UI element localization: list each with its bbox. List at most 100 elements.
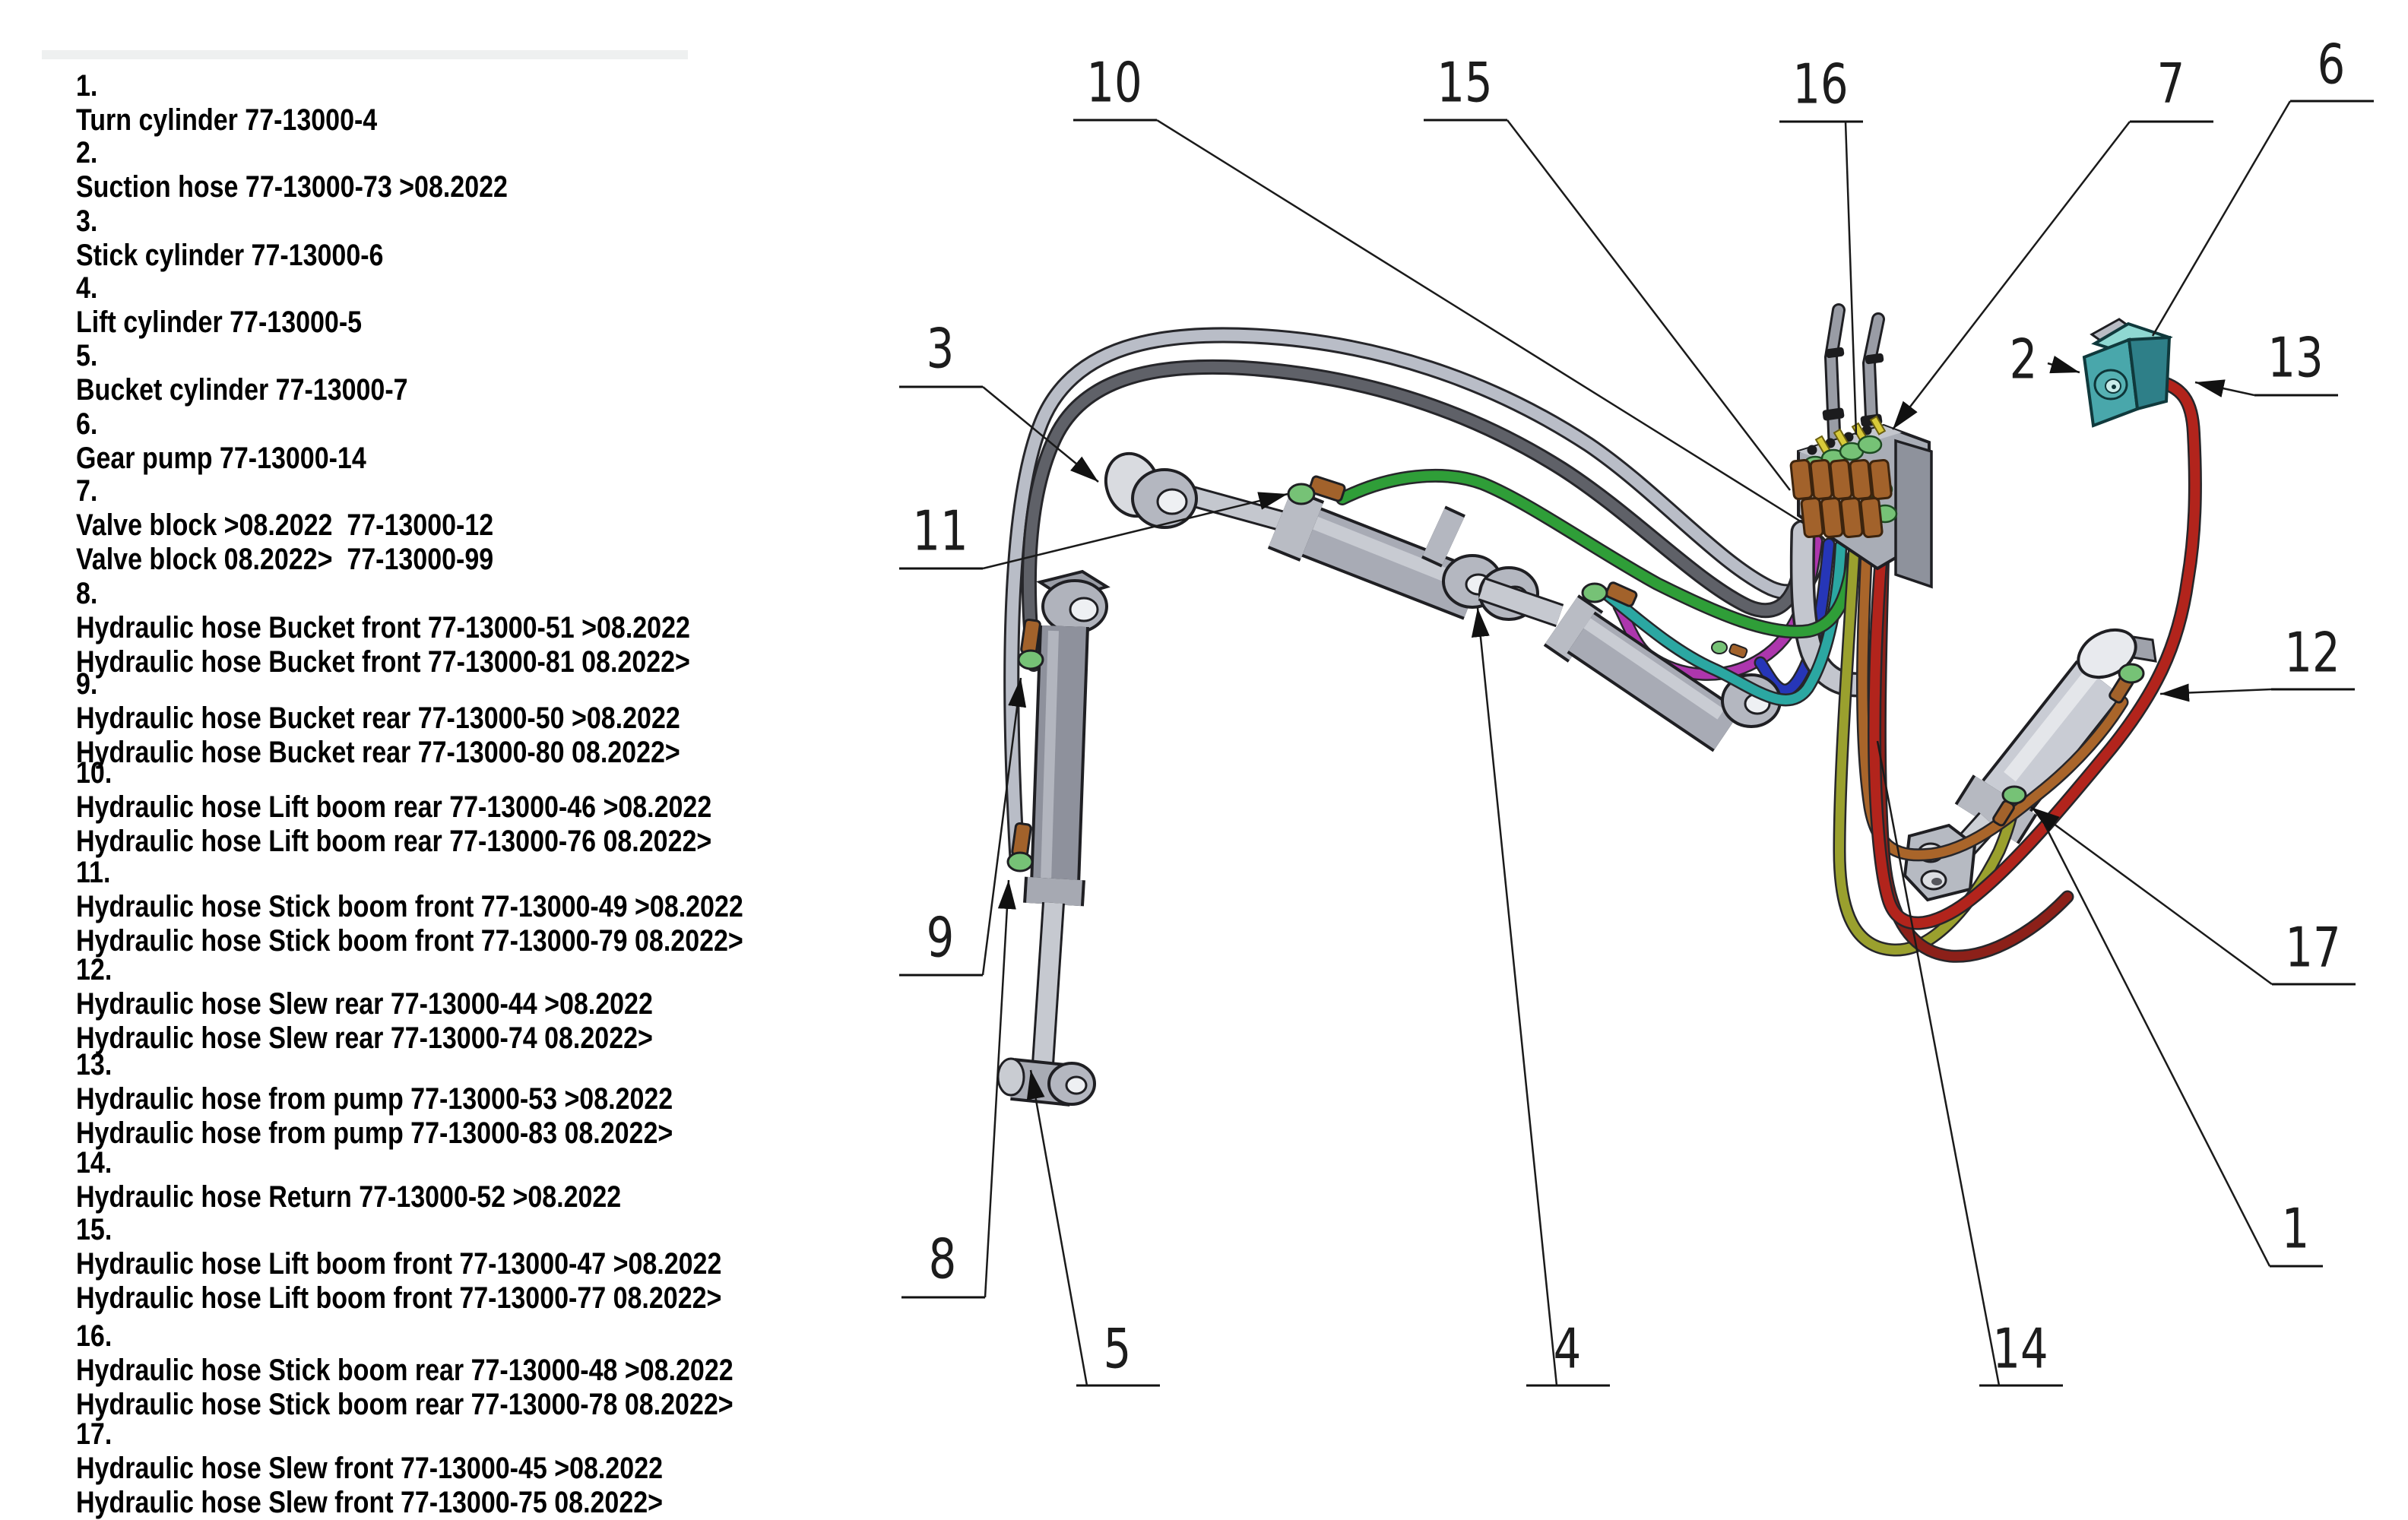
turn-cylinder <box>1903 628 2157 902</box>
leader-4 <box>1471 607 1558 1386</box>
list-item: 6. Gear pump 77-13000-14 <box>76 407 838 476</box>
item-text: Suction hose 77-13000-73 >08.2022 <box>76 170 508 204</box>
item-number: 8. <box>76 577 98 610</box>
list-item: 9. Hydraulic hose Bucket rear 77-13000-5… <box>76 667 838 770</box>
item-number: 9. <box>76 667 98 701</box>
bucket-lower-fitting-elbow <box>1006 851 1034 872</box>
item-text: Hydraulic hose Return 77-13000-52 >08.20… <box>76 1180 622 1214</box>
list-item: 12. Hydraulic hose Slew rear 77-13000-44… <box>76 953 838 1056</box>
leader-7 <box>1892 121 2131 430</box>
item-text: Hydraulic hose Slew rear 77-13000-44 >08… <box>76 987 653 1021</box>
leader-8 <box>984 879 1016 1298</box>
leader-16 <box>1844 121 1858 435</box>
item-number: 12. <box>76 953 112 986</box>
leader-11 <box>982 492 1288 570</box>
list-item: 3. Stick cylinder 77-13000-6 <box>76 204 838 273</box>
callout-16: 16 <box>1792 52 1849 116</box>
list-item: 1. Turn cylinder 77-13000-4 <box>76 69 838 138</box>
callout-15: 15 <box>1437 50 1493 115</box>
callout-1: 1 <box>2281 1196 2310 1261</box>
item-text: Hydraulic hose Slew front 77-13000-75 08… <box>76 1486 664 1519</box>
item-text: Hydraulic hose Lift boom front 77-13000-… <box>76 1247 722 1281</box>
list-item: 4. Lift cylinder 77-13000-5 <box>76 271 838 340</box>
turn-lower-fitting-elbow <box>2001 785 2027 805</box>
item-text: Hydraulic hose Lift boom rear 77-13000-7… <box>76 825 712 858</box>
item-text: Hydraulic hose Stick boom front 77-13000… <box>76 890 743 923</box>
callout-7: 7 <box>2156 51 2185 116</box>
item-text: Hydraulic hose Stick boom front 77-13000… <box>76 924 743 958</box>
leader-15 <box>1507 119 1791 491</box>
bucket-foot-cap <box>996 1057 1025 1097</box>
bucket-lower-fitting-nut <box>1011 822 1032 858</box>
valve-fittings <box>1789 458 1893 539</box>
turn-upper-fitting-elbow <box>2118 663 2145 684</box>
scan-artifact <box>42 50 688 59</box>
callout-12: 12 <box>2284 620 2340 685</box>
list-item: 5. Bucket cylinder 77-13000-7 <box>76 339 838 407</box>
list-item: 16. Hydraulic hose Stick boom rear 77-13… <box>76 1319 838 1422</box>
turn-top-cap <box>2077 628 2137 679</box>
item-number: 14. <box>76 1146 112 1180</box>
callout-17: 17 <box>2285 915 2341 980</box>
callout-4: 4 <box>1553 1316 1582 1381</box>
item-number: 3. <box>76 204 98 238</box>
leader-9 <box>981 677 1027 976</box>
callout-underlines <box>899 100 2374 1387</box>
item-number: 5. <box>76 339 98 372</box>
callout-2: 2 <box>2009 327 2038 391</box>
lift-fitting-nut <box>1605 581 1638 607</box>
list-item: 17. Hydraulic hose Slew front 77-13000-4… <box>76 1417 838 1520</box>
parts-list: 1. Turn cylinder 77-13000-4 2. Suction h… <box>0 0 950 1519</box>
gear-pump <box>2082 318 2173 428</box>
callout-14: 14 <box>1992 1316 2048 1381</box>
leader-12 <box>2159 683 2272 702</box>
valve-block <box>1789 303 1933 589</box>
item-text: Hydraulic hose Lift boom rear 77-13000-4… <box>76 790 712 824</box>
callout-3: 3 <box>926 316 955 381</box>
item-text: Bucket cylinder 77-13000-7 <box>76 373 408 407</box>
valve-side-plate <box>1894 439 1933 589</box>
list-item: 14. Hydraulic hose Return 77-13000-52 >0… <box>76 1146 838 1214</box>
item-number: 10. <box>76 756 112 790</box>
leader-3 <box>982 386 1099 483</box>
callout-11: 11 <box>912 499 968 563</box>
callout-8: 8 <box>928 1227 957 1291</box>
item-text: Stick cylinder 77-13000-6 <box>76 239 384 272</box>
item-number: 11. <box>76 856 111 889</box>
item-text: Hydraulic hose Bucket front 77-13000-51 … <box>76 611 690 644</box>
leader-17 <box>2030 806 2273 986</box>
item-text: Hydraulic hose Bucket rear 77-13000-50 >… <box>76 701 680 735</box>
item-number: 15. <box>76 1213 112 1246</box>
bucket-upper-fitting-nut <box>1020 618 1041 656</box>
item-number: 6. <box>76 407 98 441</box>
list-item: 15. Hydraulic hose Lift boom front 77-13… <box>76 1213 838 1316</box>
item-text: Hydraulic hose Stick boom rear 77-13000-… <box>76 1354 733 1387</box>
list-item: 10. Hydraulic hose Lift boom rear 77-130… <box>76 756 838 859</box>
item-number: 17. <box>76 1417 112 1451</box>
list-item: 13. Hydraulic hose from pump 77-13000-53… <box>76 1048 838 1151</box>
lift-fitting-elbow <box>1581 582 1608 603</box>
stick-cylinder <box>1104 451 1539 621</box>
leader-lines <box>981 100 2292 1386</box>
list-item: 2. Suction hose 77-13000-73 >08.2022 <box>76 136 838 204</box>
item-text: Hydraulic hose Stick boom rear 77-13000-… <box>76 1388 733 1421</box>
callout-9: 9 <box>926 905 955 970</box>
item-text: Gear pump 77-13000-14 <box>76 442 366 475</box>
item-text: Hydraulic hose Slew front 77-13000-45 >0… <box>76 1452 664 1485</box>
item-text: Turn cylinder 77-13000-4 <box>76 103 378 137</box>
item-number: 2. <box>76 136 98 169</box>
item-text: Hydraulic hose Lift boom front 77-13000-… <box>76 1281 722 1315</box>
item-text: Hydraulic hose from pump 77-13000-53 >08… <box>76 1082 673 1116</box>
item-number: 4. <box>76 271 98 305</box>
leader-1 <box>2043 824 2271 1267</box>
bucket-upper-fitting-elbow <box>1017 649 1044 670</box>
list-item: 11. Hydraulic hose Stick boom front 77-1… <box>76 856 838 958</box>
item-number: 1. <box>76 69 98 103</box>
callout-13: 13 <box>2267 325 2324 390</box>
leader-13 <box>2194 379 2255 397</box>
leader-5 <box>1026 1069 1088 1386</box>
item-number: 13. <box>76 1048 112 1081</box>
item-text: Hydraulic hose from pump 77-13000-83 08.… <box>76 1116 673 1150</box>
